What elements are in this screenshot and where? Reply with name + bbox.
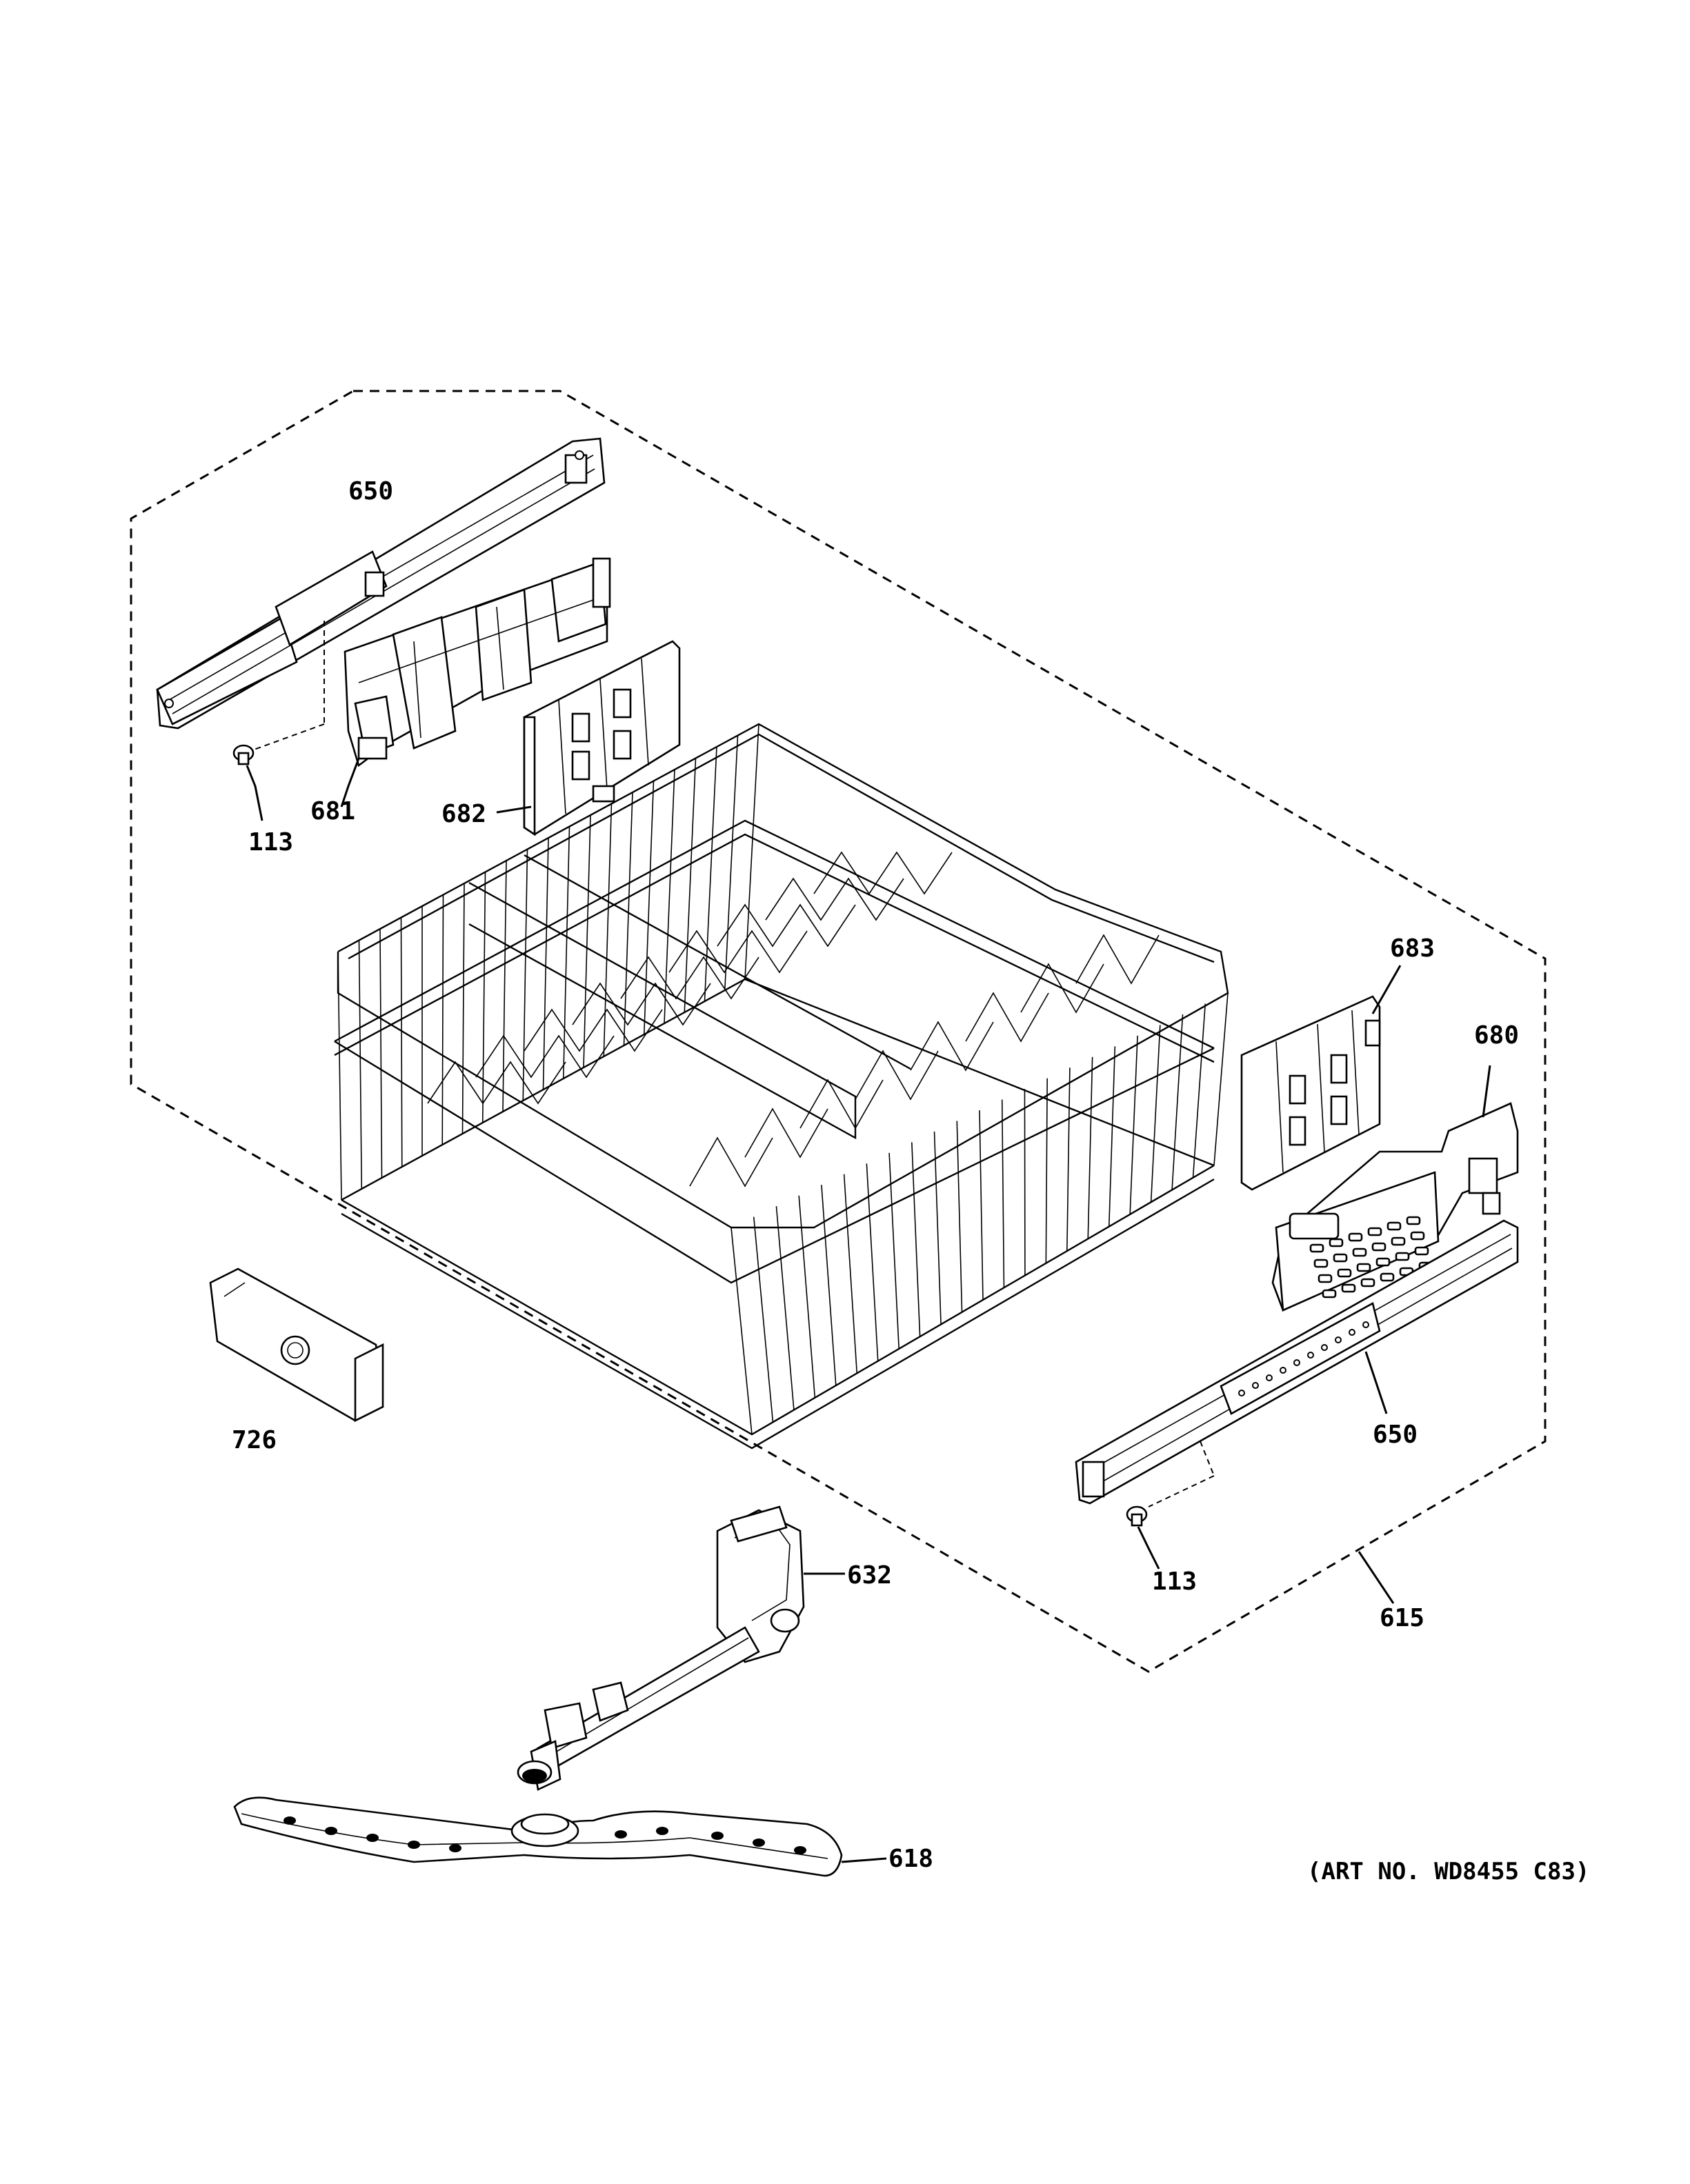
callout-615: 615 xyxy=(1380,1604,1424,1632)
callout-650-left-rail: 650 xyxy=(348,477,393,505)
callout-650-right-rail: 650 xyxy=(1373,1421,1418,1449)
callout-726: 726 xyxy=(232,1426,277,1454)
callout-683: 683 xyxy=(1390,934,1435,963)
clip-680 xyxy=(1271,1102,1519,1312)
right-screw xyxy=(1126,1505,1148,1527)
clip-681 xyxy=(344,557,611,768)
callout-618: 618 xyxy=(888,1845,933,1873)
art-number: (ART NO. WD8455 C83) xyxy=(1307,1858,1589,1885)
clip-683 xyxy=(1240,995,1381,1191)
callout-113-right-screw: 113 xyxy=(1152,1567,1197,1596)
dish-rack xyxy=(334,723,1229,1450)
manifold-632 xyxy=(517,1505,805,1791)
clip-682 xyxy=(523,640,681,836)
rack-assembly-outline xyxy=(130,390,1547,1673)
badge-726 xyxy=(209,1268,384,1423)
callout-113-left-screw: 113 xyxy=(248,828,293,856)
left-screw xyxy=(232,744,255,765)
left-rail xyxy=(156,437,606,730)
right-rail xyxy=(1075,1219,1519,1505)
callout-681: 681 xyxy=(310,797,355,825)
callout-680: 680 xyxy=(1474,1021,1519,1050)
spray-arm-618 xyxy=(233,1796,843,1877)
callout-632: 632 xyxy=(847,1561,892,1590)
callout-682: 682 xyxy=(441,800,486,828)
